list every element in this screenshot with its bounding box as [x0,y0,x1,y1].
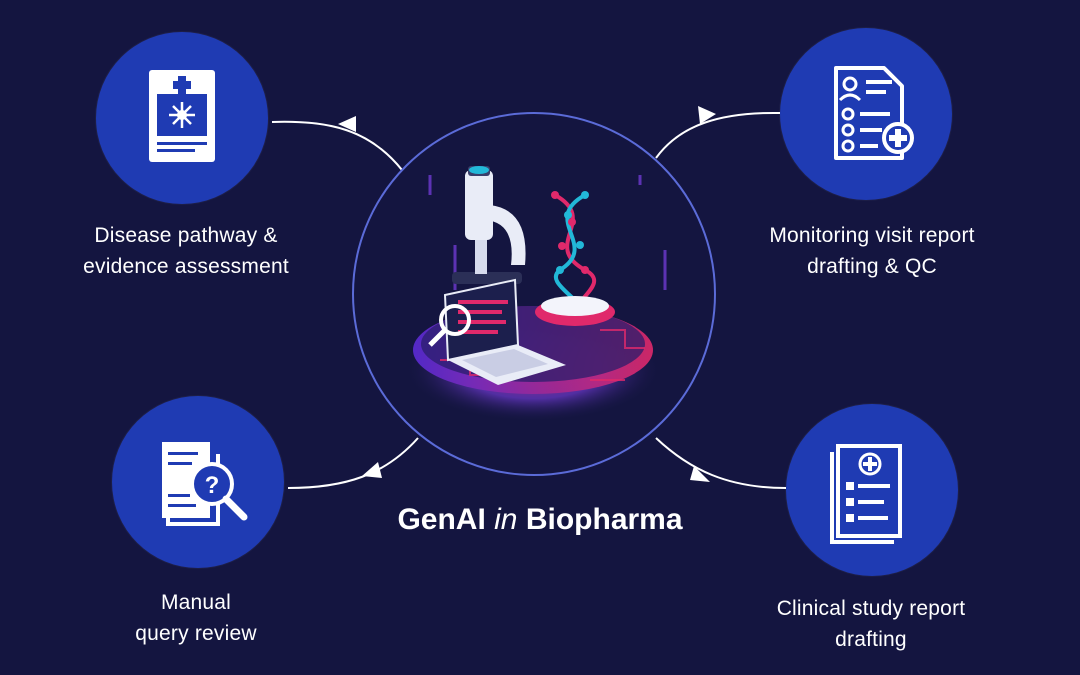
arrowhead-top-left [338,116,356,132]
node-disease-pathway [96,32,268,204]
label-disease-pathway: Disease pathway & evidence assessment [62,220,310,282]
arrowhead-bottom-left [362,462,382,478]
label-clinical-study: Clinical study report drafting [740,593,1002,655]
title-connector: in [494,503,518,536]
label-monitoring-visit: Monitoring visit report drafting & QC [740,220,1004,282]
label-line-2: query review [135,622,257,645]
label-line-2: evidence assessment [83,255,289,278]
document-search-icon: ? [162,442,248,526]
connector-bottom-right [655,437,787,489]
node-manual-query: ? [112,396,284,568]
node-clinical-study [786,404,958,576]
connector-top-left [271,120,403,171]
title-prefix: GenAI [397,503,486,536]
clinical-report-icon [830,444,902,544]
label-manual-query: Manual query review [86,587,306,649]
node-monitoring-visit [780,28,952,200]
arrowhead-top-right [698,106,716,124]
label-line-1: Monitoring visit report [769,224,975,247]
svg-text:?: ? [205,472,220,499]
medical-record-icon [149,70,215,162]
diagram-title: GenAI in Biopharma [340,503,740,537]
checklist-report-icon [834,66,914,160]
label-line-1: Manual [160,591,232,614]
connector-top-right [655,111,781,159]
label-line-1: Disease pathway & [94,224,278,247]
center-ring [352,112,716,476]
connector-bottom-left [287,437,419,489]
arrowhead-bottom-right [690,466,710,482]
label-line-1: Clinical study report [776,597,966,620]
label-line-2: drafting [835,628,907,651]
title-suffix: Biopharma [525,503,683,536]
label-line-2: drafting & QC [807,255,937,278]
